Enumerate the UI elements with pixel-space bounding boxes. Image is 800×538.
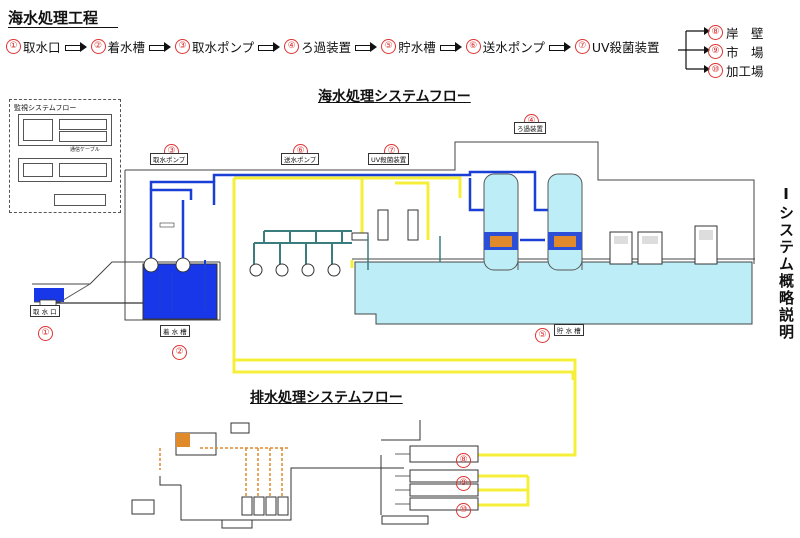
step-5-label: 貯水槽 [398, 40, 436, 55]
arrow-icon [548, 41, 571, 52]
tank2-number: ② [172, 339, 187, 360]
branch-arrows [678, 27, 710, 73]
step-5-number: ⑤ [381, 39, 397, 54]
monitor-box-top [18, 114, 112, 146]
outlet10-number: ⑩ [456, 497, 471, 518]
outlet9-number: ⑨ [456, 470, 471, 491]
side-title: Ⅰシステム概略説明 [777, 185, 795, 341]
step-7-number: ⑦ [574, 39, 590, 54]
filter4-label: ろ過装置 [514, 122, 546, 134]
step-1-label: 取水口 [23, 40, 61, 55]
destination-8-number: ⑧ [708, 25, 723, 40]
monitor-unit [23, 163, 53, 177]
page-title: 海水処理工程 [8, 9, 99, 27]
arrow-icon [149, 41, 172, 52]
tank2-label: 着 水 槽 [160, 325, 190, 337]
step-2-label: 着水槽 [107, 40, 146, 55]
destination-10-number: ⑩ [708, 63, 723, 78]
monitor-unit [23, 119, 53, 141]
intake1-label: 取 水 口 [30, 305, 60, 317]
step-4-number: ④ [284, 39, 300, 54]
monitor-unit [59, 119, 107, 130]
outlet8-number: ⑧ [456, 447, 471, 468]
step-7-label: UV殺菌装置 [591, 40, 660, 55]
step-4-label: ろ過装置 [301, 40, 352, 55]
storage5-number: ⑤ [535, 322, 550, 343]
destination-9-label: 市 場 [726, 45, 764, 60]
step-2-number: ② [90, 39, 106, 54]
step-3-label: 取水ポンプ [192, 40, 255, 55]
step-6-label: 送水ポンプ [482, 40, 545, 55]
monitor-unit [59, 131, 107, 142]
pump3-label: 取水ポンプ [150, 153, 189, 165]
step-6-number: ⑥ [465, 39, 481, 54]
title-underline [8, 27, 118, 28]
arrow-icon [439, 41, 462, 52]
arrow-icon [64, 41, 87, 52]
monitor-box-mid [18, 158, 112, 182]
outlet9-circle: ⑨ [456, 475, 471, 491]
intake1-number: ① [38, 320, 53, 341]
outlet10-circle: ⑩ [456, 502, 471, 518]
pump6-label: 送水ポンプ [281, 153, 320, 165]
monitor-unit [54, 194, 106, 206]
flow-title: 海水処理システムフロー [318, 89, 471, 105]
uv7-label: UV殺菌装置 [368, 153, 410, 165]
intake1-circle: ① [38, 325, 53, 341]
storage5-label: 貯 水 槽 [554, 324, 584, 336]
drain-title: 排水処理システムフロー [250, 390, 403, 406]
outlet8-circle: ⑧ [456, 452, 471, 468]
arrow-icon [258, 41, 281, 52]
arrow-icon [355, 41, 378, 52]
destination-9-number: ⑨ [708, 44, 723, 59]
step-3-number: ③ [175, 39, 191, 54]
destination-10-label: 加工場 [726, 64, 764, 79]
destination-8-label: 岸 壁 [726, 26, 764, 41]
tank2-circle: ② [172, 344, 187, 360]
monitor-cable-label: 通信ケーブル [70, 147, 100, 153]
storage5-circle: ⑤ [535, 327, 550, 343]
monitor-panel: 監視システムフロー 通信ケーブル [9, 99, 121, 213]
monitor-title: 監視システムフロー [14, 104, 77, 112]
monitor-unit [59, 163, 107, 177]
step-1-number: ① [6, 39, 21, 54]
